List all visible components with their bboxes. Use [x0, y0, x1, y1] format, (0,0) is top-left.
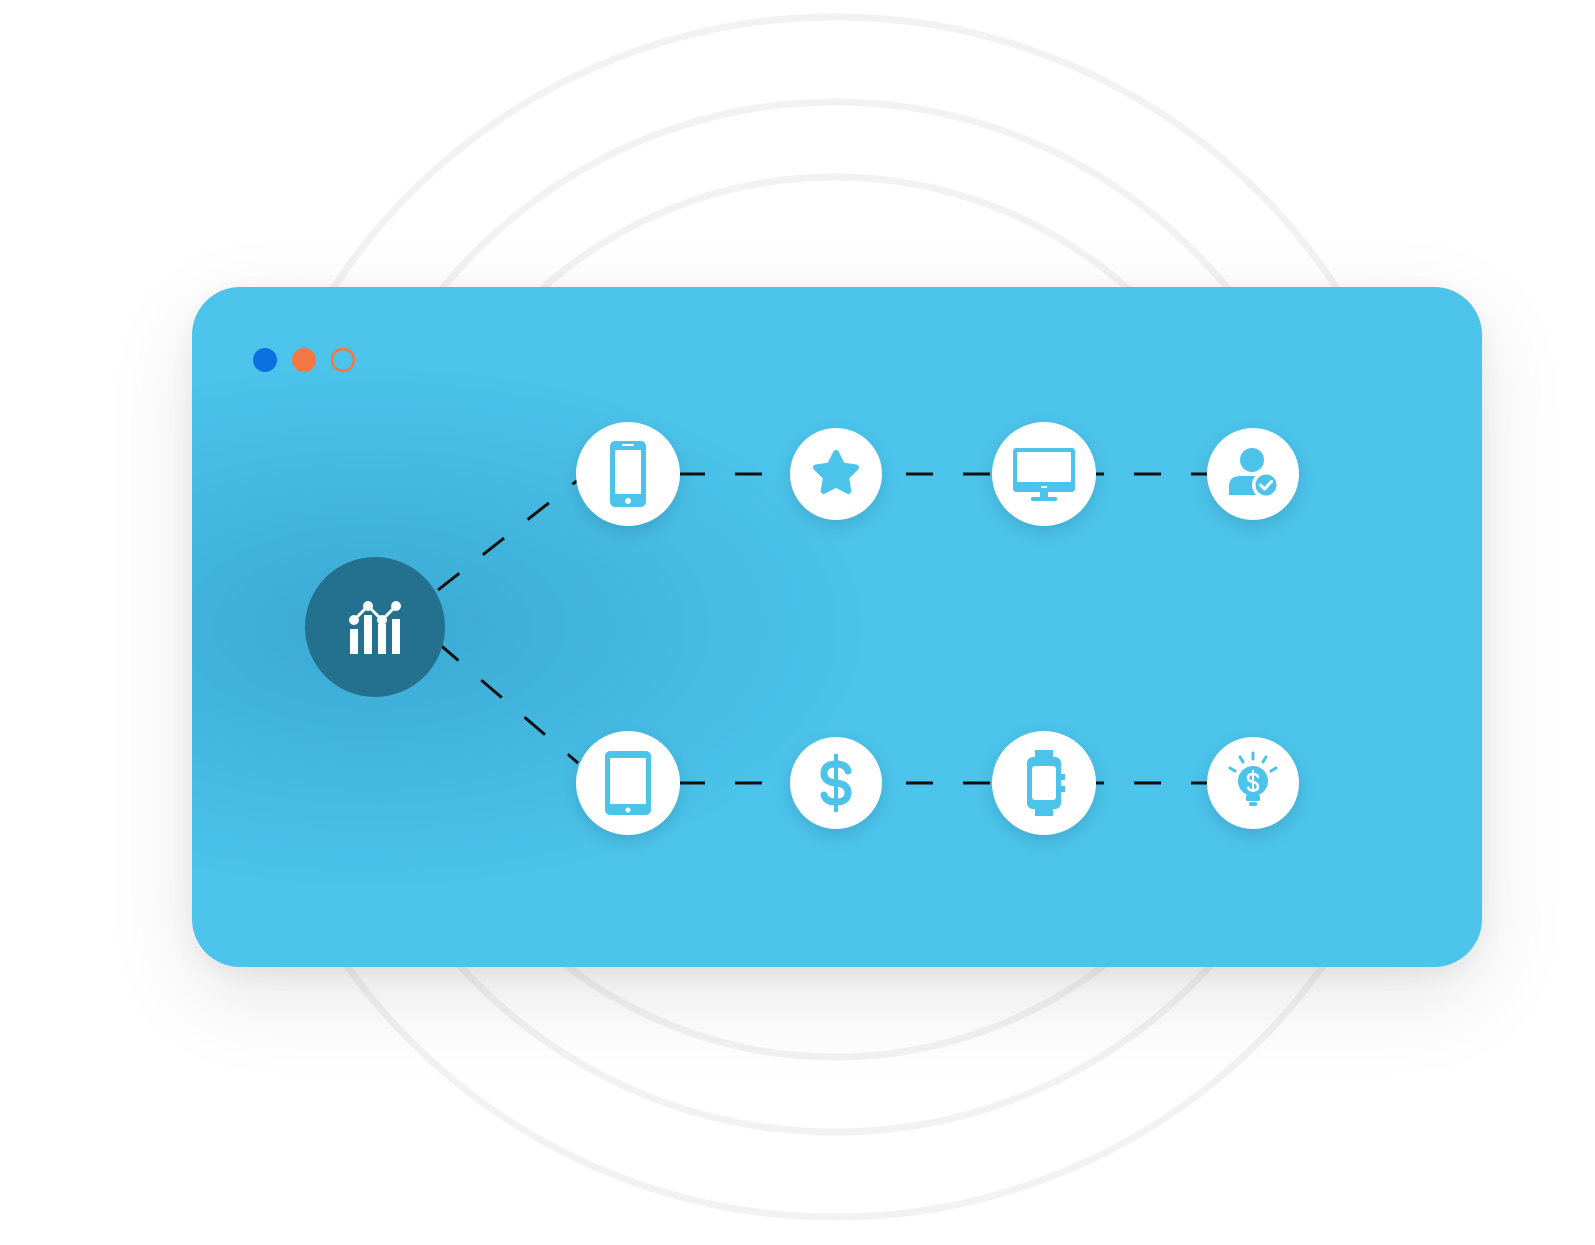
watch-screen	[1032, 766, 1056, 800]
control-dot-outline[interactable]	[330, 347, 356, 373]
node-verified-user[interactable]	[1207, 428, 1299, 520]
bulb-ray	[1238, 755, 1245, 764]
network-diagram	[192, 287, 1482, 967]
phone-home-button	[625, 498, 631, 504]
dollar-curve	[820, 760, 852, 806]
star-icon	[813, 450, 859, 494]
hub-circle	[305, 557, 445, 697]
monitor-neck	[1040, 492, 1048, 498]
node-dollar[interactable]	[790, 737, 882, 829]
node-star[interactable]	[790, 428, 882, 520]
monitor-power-led	[1041, 486, 1047, 488]
chart-bar-3	[378, 624, 386, 654]
bulb-ray	[1228, 766, 1237, 773]
chart-point-4	[391, 601, 401, 611]
tablet-screen	[610, 758, 646, 804]
node-smartphone[interactable]	[576, 422, 680, 526]
chart-bar-2	[364, 615, 372, 654]
bulb-base	[1246, 795, 1260, 801]
phone-speaker	[622, 444, 634, 446]
smartwatch-icon	[1027, 750, 1065, 816]
monitor-stand	[1031, 497, 1057, 501]
bulb-dollar-curve	[1246, 772, 1260, 792]
bulb-tip	[1249, 802, 1257, 806]
watch-strap-top	[1035, 750, 1053, 759]
chart-bar-4	[392, 619, 400, 654]
money-idea-bulb-icon	[1228, 751, 1278, 806]
bulb-ray	[1269, 766, 1278, 773]
star-shape	[813, 450, 859, 494]
user-head	[1240, 448, 1264, 472]
chart-point-1	[349, 615, 359, 625]
node-tablet[interactable]	[576, 731, 680, 835]
chart-point-3	[377, 615, 387, 625]
watch-crown-top	[1061, 774, 1065, 780]
tablet-home-button	[625, 807, 631, 813]
analytics-chart-icon	[349, 601, 401, 654]
watch-strap-bottom	[1035, 807, 1053, 816]
node-desktop-monitor[interactable]	[992, 422, 1096, 526]
chart-bar-1	[350, 629, 358, 654]
connector-lines	[437, 472, 1228, 785]
tablet-icon	[605, 751, 651, 815]
node-circle	[1207, 428, 1299, 520]
watch-crown-bottom	[1061, 786, 1065, 792]
phone-screen	[615, 450, 641, 494]
dollar-sign-icon	[820, 754, 852, 812]
control-dot-orange[interactable]	[292, 348, 316, 372]
chart-trend-line	[352, 603, 398, 623]
chart-point-2	[363, 601, 373, 611]
node-smartwatch[interactable]	[992, 731, 1096, 835]
check-badge	[1255, 474, 1277, 496]
bulb-ray	[1261, 755, 1268, 764]
hub-node[interactable]	[305, 557, 445, 697]
node-money-idea[interactable]	[1207, 737, 1299, 829]
diagram-window	[192, 287, 1482, 967]
control-dot-blue[interactable]	[253, 348, 277, 372]
bulb-rays	[1228, 751, 1278, 773]
check-mark	[1259, 480, 1273, 491]
desktop-monitor-icon	[1013, 448, 1075, 501]
monitor-screen	[1017, 452, 1071, 482]
smartphone-icon	[610, 441, 646, 507]
verified-user-icon	[1229, 448, 1280, 499]
